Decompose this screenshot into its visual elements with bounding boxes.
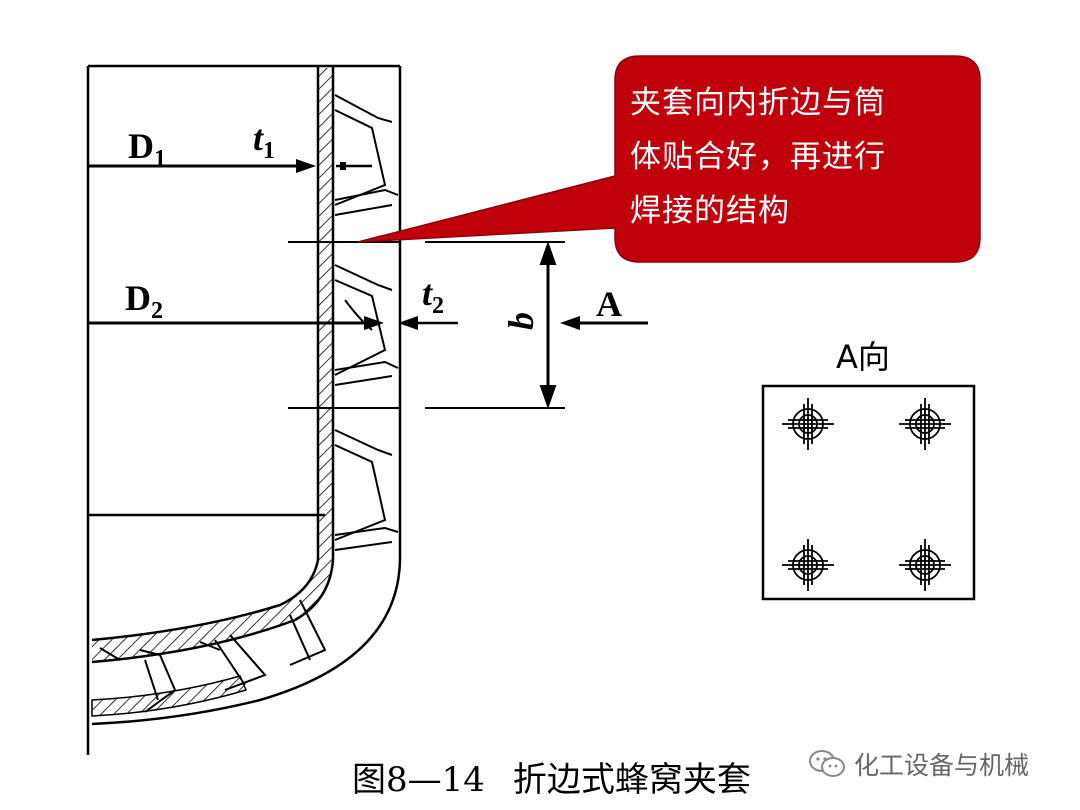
callout-line-1: 夹套向内折边与筒 <box>630 85 886 121</box>
wechat-icon <box>809 750 845 777</box>
label-d1: D1 <box>128 126 166 172</box>
shell-wall-hatch <box>318 68 333 560</box>
label-t2: t2 <box>422 273 444 319</box>
dimension-d1 <box>88 159 372 173</box>
figure-caption: 图8—14 折边式蜂窝夹套 <box>352 752 751 801</box>
callout-line-2: 体贴合好，再进行 <box>630 139 886 175</box>
bolt-hole-4 <box>899 539 951 591</box>
figure-number: 图8—14 <box>352 760 485 800</box>
dimension-b <box>288 240 565 410</box>
figure-title: 折边式蜂窝夹套 <box>512 760 751 800</box>
honeycomb-folds <box>99 94 399 713</box>
label-b: b <box>501 312 541 330</box>
callout-bubble <box>357 55 981 263</box>
bolt-hole-3 <box>782 539 834 591</box>
view-a-label: A向 <box>836 338 890 376</box>
bolt-hole-1 <box>782 398 834 450</box>
label-t1: t1 <box>253 118 275 164</box>
watermark: 化工设备与机械 <box>808 744 1029 784</box>
label-a: A <box>596 284 622 324</box>
view-a-panel <box>761 384 976 601</box>
bottom-hatch-lower <box>91 675 248 717</box>
bolt-hole-2 <box>899 398 951 450</box>
dimension-d2 <box>88 316 458 330</box>
label-d2: D2 <box>125 278 163 324</box>
watermark-text: 化工设备与机械 <box>854 751 1030 780</box>
callout-line-3: 焊接的结构 <box>630 193 790 229</box>
bottom-hatch <box>92 560 333 662</box>
bolt-hole-symbols <box>782 398 951 591</box>
callout-text: 夹套向内折边与筒 体贴合好，再进行 焊接的结构 <box>630 76 960 238</box>
view-a-arrow <box>560 316 648 330</box>
